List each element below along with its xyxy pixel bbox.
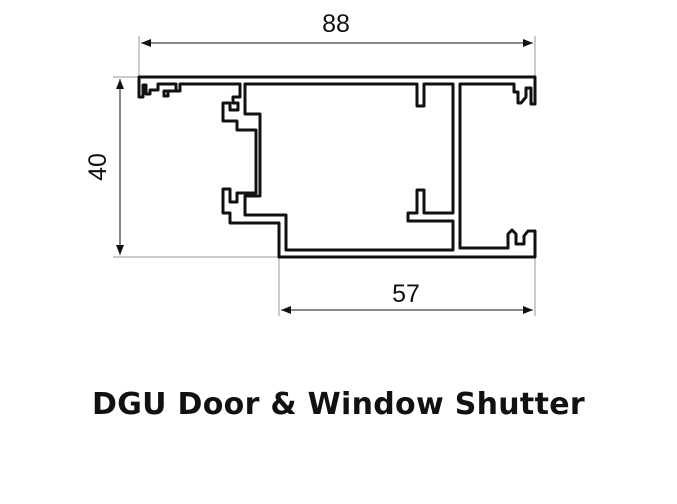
main-chamber xyxy=(243,82,455,252)
product-title: DGU Door & Window Shutter xyxy=(92,387,585,422)
extension-lines xyxy=(113,36,536,316)
profile-outline xyxy=(137,75,537,259)
bottom-width-label: 57 xyxy=(392,280,420,308)
width-label: 88 xyxy=(322,10,350,38)
height-label: 40 xyxy=(84,153,112,181)
aluminium-profile xyxy=(137,75,537,259)
